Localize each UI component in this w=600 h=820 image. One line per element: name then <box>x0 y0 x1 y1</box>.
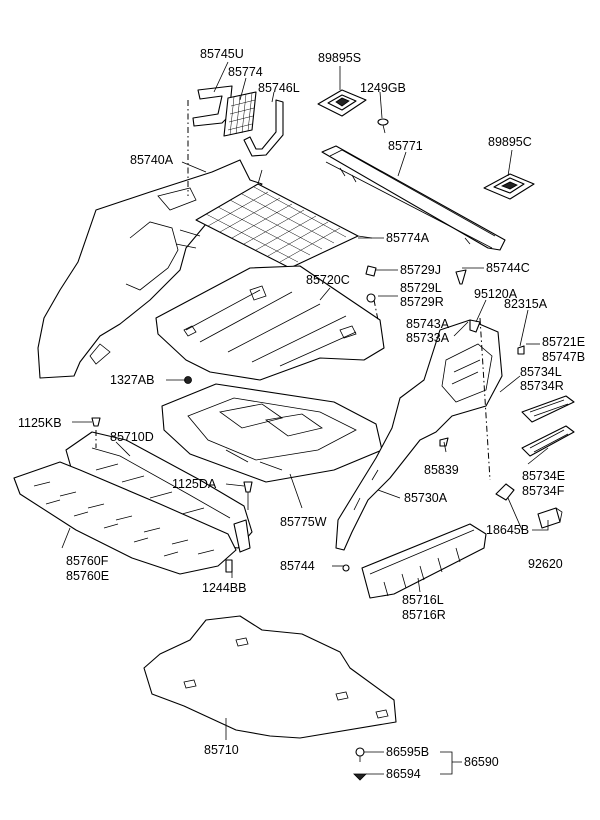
label-85771: 85771 <box>388 139 423 153</box>
label-85760F: 85760F <box>66 554 109 568</box>
part-85720C <box>155 265 385 381</box>
part-85734E <box>521 425 575 457</box>
part-1249GB <box>377 118 389 134</box>
label-85760E: 85760E <box>66 569 109 583</box>
label-85710D: 85710D <box>110 430 154 444</box>
part-85716L <box>361 523 487 599</box>
label-85839: 85839 <box>424 463 459 477</box>
label-85774: 85774 <box>228 65 263 79</box>
label-85734E: 85734E <box>522 469 565 483</box>
part-85746L <box>243 99 284 157</box>
label-85774A: 85774A <box>386 231 430 245</box>
label-18645B: 18645B <box>486 523 529 537</box>
label-1125DA: 1125DA <box>172 477 217 491</box>
label-85729J: 85729J <box>400 263 441 277</box>
label-85734F: 85734F <box>522 484 565 498</box>
label-85729L: 85729L <box>400 281 442 295</box>
label-1125KB: 1125KB <box>18 416 62 430</box>
label-85744: 85744 <box>280 559 315 573</box>
label-85710: 85710 <box>204 743 239 757</box>
label-85740A: 85740A <box>130 153 174 167</box>
part-fasteners <box>91 265 525 781</box>
label-85721E: 85721E <box>542 335 585 349</box>
label-1249GB: 1249GB <box>360 81 406 95</box>
part-85734L <box>521 395 575 423</box>
label-85716L: 85716L <box>402 593 444 607</box>
label-85745U: 85745U <box>200 47 244 61</box>
part-18645B <box>495 483 515 501</box>
part-92620 <box>537 507 563 529</box>
label-85734L: 85734L <box>520 365 562 379</box>
part-89895S <box>317 89 367 117</box>
label-85720C: 85720C <box>306 273 350 287</box>
part-89895C <box>483 173 535 200</box>
part-85710 <box>143 615 397 739</box>
label-86595B: 86595B <box>386 745 429 759</box>
label-82315A: 82315A <box>504 297 548 311</box>
label-85743A: 85743A <box>406 317 450 331</box>
part-labels: 85745U 85774 85746L 89895S 1249GB 85771 … <box>18 47 585 781</box>
dash-lines <box>95 100 491 481</box>
label-86590: 86590 <box>464 755 499 769</box>
label-85734R: 85734R <box>520 379 564 393</box>
part-85775W <box>161 383 383 483</box>
label-1244BB: 1244BB <box>202 581 246 595</box>
part-85774 <box>223 91 257 137</box>
label-85716R: 85716R <box>402 608 446 622</box>
label-92620: 92620 <box>528 557 563 571</box>
part-85771 <box>321 145 506 251</box>
label-85744C: 85744C <box>486 261 530 275</box>
label-89895S: 89895S <box>318 51 361 65</box>
label-89895C: 89895C <box>488 135 532 149</box>
label-85746L: 85746L <box>258 81 300 95</box>
label-85775W: 85775W <box>280 515 327 529</box>
label-85729R: 85729R <box>400 295 444 309</box>
label-85730A: 85730A <box>404 491 448 505</box>
label-1327AB: 1327AB <box>110 373 154 387</box>
part-85760F <box>13 461 237 575</box>
part-85730A <box>335 319 503 551</box>
label-95120A: 95120A <box>474 287 518 301</box>
label-85747B: 85747B <box>542 350 585 364</box>
label-85733A: 85733A <box>406 331 450 345</box>
label-86594: 86594 <box>386 767 421 781</box>
leader-lines <box>61 61 549 775</box>
